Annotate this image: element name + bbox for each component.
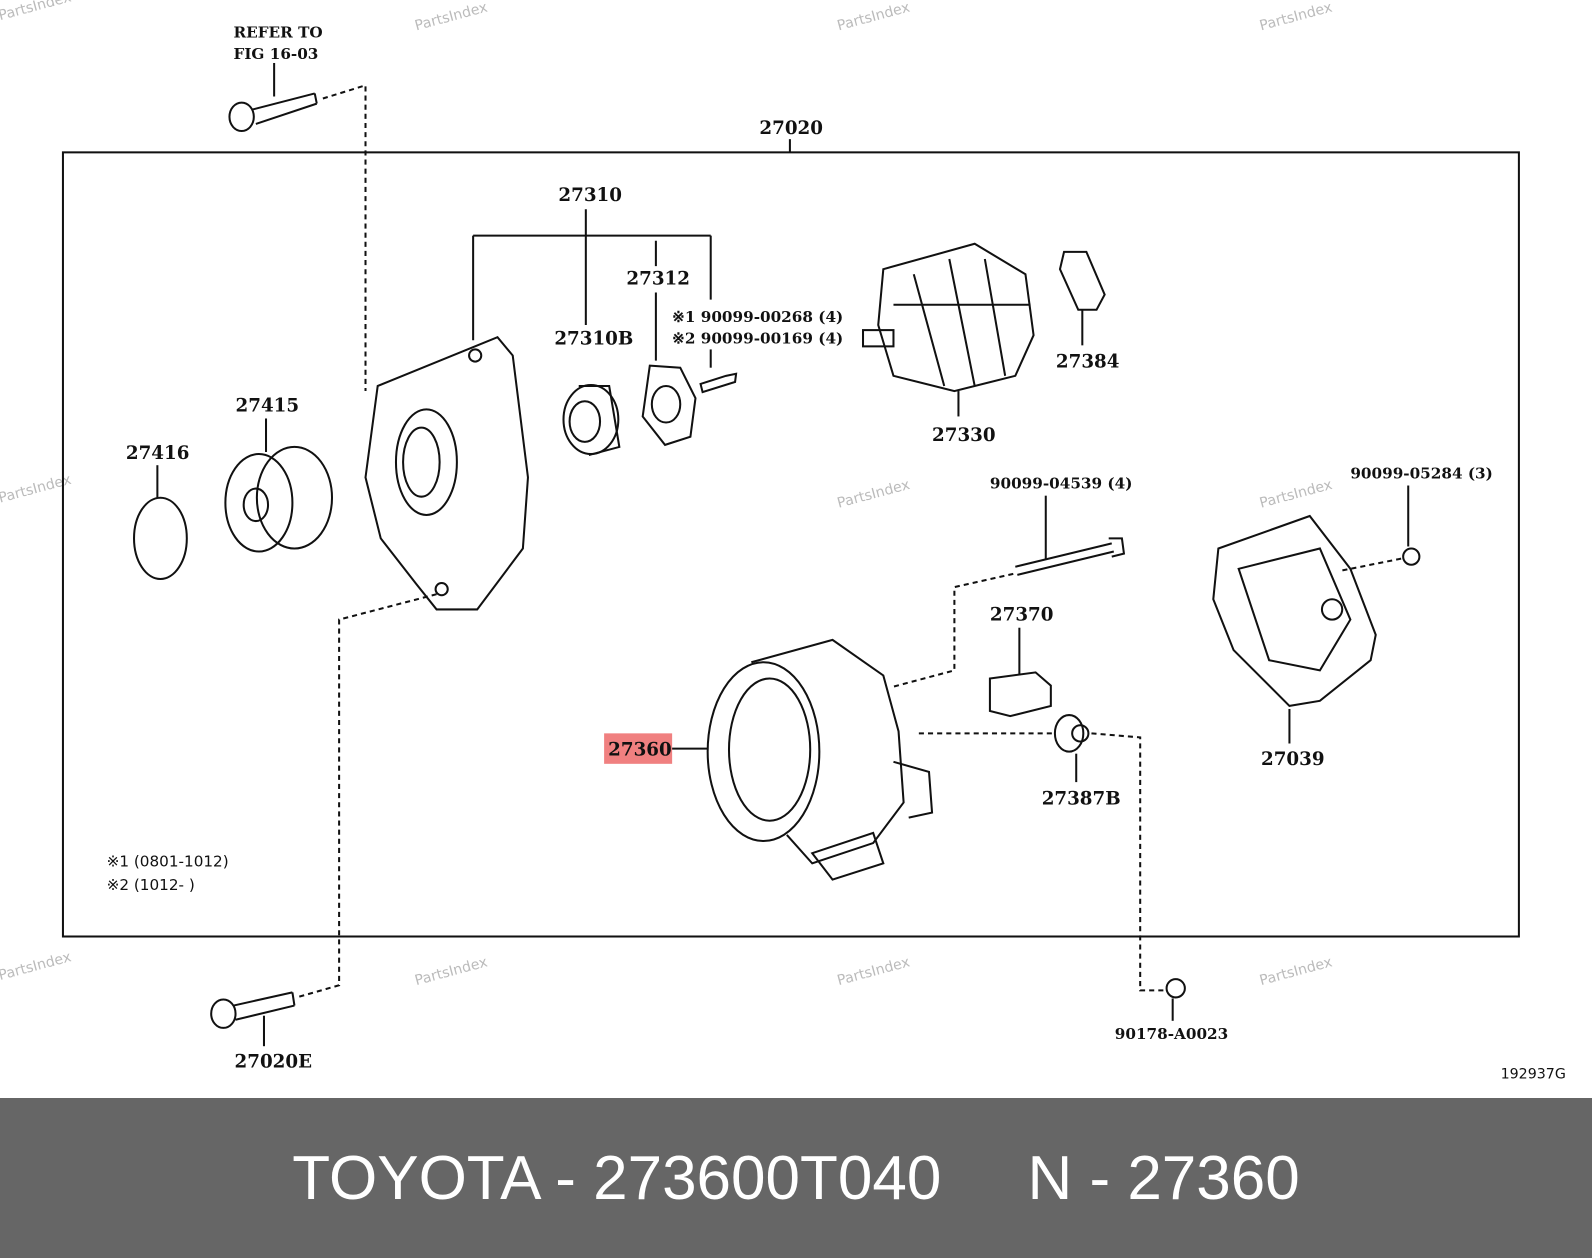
highlight-27360 — [604, 733, 673, 764]
through-bolt — [1015, 537, 1126, 576]
terminal-insulator — [1053, 714, 1090, 753]
pulley — [224, 445, 334, 553]
watermark: PartsIndex — [836, 954, 912, 989]
brush-holder — [988, 671, 1052, 718]
rotor — [861, 242, 1035, 393]
bearing — [562, 383, 621, 457]
label-27020E[interactable]: 27020E — [235, 1052, 312, 1073]
terminal-nut — [1165, 978, 1186, 999]
refer-text: REFER TO — [234, 24, 323, 42]
label-27384[interactable]: 27384 — [1056, 352, 1120, 373]
legend-note-2: ※2 (1012- ) — [107, 876, 195, 894]
label-note1-part[interactable]: ※1 90099-00268 (4) — [672, 308, 843, 326]
watermark: PartsIndex — [836, 0, 912, 34]
rear-cover — [1212, 514, 1377, 708]
watermark: PartsIndex — [1258, 0, 1334, 34]
label-27039[interactable]: 27039 — [1261, 749, 1325, 770]
figure-code: 192937G — [1501, 1067, 1566, 1083]
watermark: PartsIndex — [836, 477, 912, 512]
watermark: PartsIndex — [1258, 954, 1334, 989]
label-27310B[interactable]: 27310B — [554, 328, 633, 349]
drive-end-frame — [364, 336, 529, 611]
label-27415[interactable]: 27415 — [236, 395, 300, 416]
label-note2-part[interactable]: ※2 90099-00169 (4) — [672, 329, 843, 347]
refer-text: FIG 16-03 — [234, 45, 319, 63]
label-90099-04539[interactable]: 90099-04539 (4) — [990, 475, 1132, 493]
part-number-title: TOYOTA - 273600T040 N - 27360 — [292, 1143, 1300, 1213]
parts-diagram: PartsIndex PartsIndex PartsIndex PartsIn… — [0, 0, 1566, 1083]
label-27360[interactable]: 27360 — [608, 740, 672, 761]
watermark: PartsIndex — [0, 0, 73, 24]
nut — [1402, 547, 1421, 566]
seal-ring — [1058, 250, 1106, 311]
label-27387B[interactable]: 27387B — [1042, 788, 1121, 809]
retainer-plate — [641, 364, 697, 447]
watermark: PartsIndex — [1258, 477, 1334, 512]
label-90099-05284[interactable]: 90099-05284 (3) — [1350, 464, 1492, 482]
label-90178-A0023[interactable]: 90178-A0023 — [1115, 1025, 1228, 1043]
bolt-refer — [228, 92, 318, 133]
label-27330[interactable]: 27330 — [932, 425, 996, 446]
stator — [706, 638, 934, 881]
watermark: PartsIndex — [0, 949, 73, 984]
watermark: PartsIndex — [413, 0, 489, 34]
footer-bar: TOYOTA - 273600T040 N - 27360 — [0, 1098, 1592, 1258]
label-27416[interactable]: 27416 — [126, 443, 190, 464]
label-27310[interactable]: 27310 — [558, 185, 622, 206]
label-27312[interactable]: 27312 — [626, 268, 690, 289]
screw — [699, 372, 738, 394]
cap — [133, 496, 188, 580]
watermarks: PartsIndex PartsIndex PartsIndex PartsIn… — [0, 0, 1334, 989]
legend-note-1: ※1 (0801-1012) — [107, 852, 229, 870]
bolt-27020E — [210, 991, 296, 1029]
label-27020[interactable]: 27020 — [759, 118, 823, 139]
label-27370[interactable]: 27370 — [990, 605, 1054, 626]
watermark: PartsIndex — [413, 954, 489, 989]
